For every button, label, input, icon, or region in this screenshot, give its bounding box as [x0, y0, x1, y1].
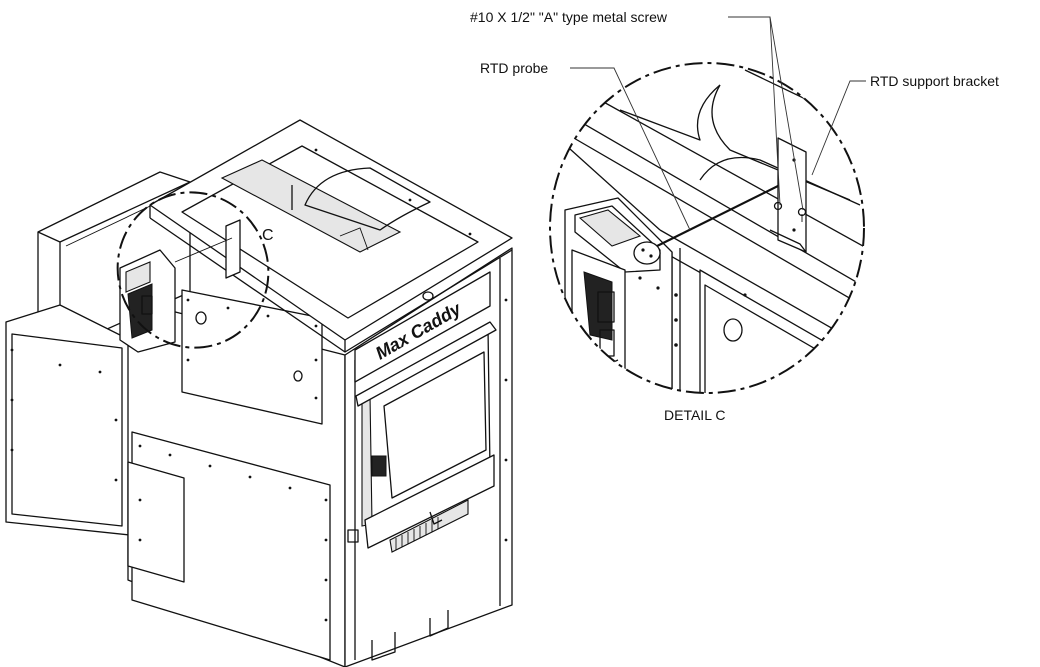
- logo-plate: [354, 271, 491, 383]
- detail-c-circle: [116, 191, 270, 349]
- detail-marker: C: [262, 227, 274, 244]
- rtd-support-bracket: [777, 137, 807, 253]
- rtd-support-bracket-label: RTD support bracket: [870, 73, 999, 89]
- screw-label: #10 X 1/2" "A" type metal screw: [470, 9, 668, 25]
- detail-c-boundary: [549, 62, 865, 394]
- detail-control-box: [564, 197, 673, 393]
- upper-side-panel: [181, 289, 323, 425]
- rtd-probe-head: [633, 241, 661, 265]
- cabinet-top-frame: [149, 119, 513, 353]
- rtd-probe-label: RTD probe: [480, 60, 548, 76]
- leader-lines: [570, 16, 866, 231]
- control-box: [119, 249, 176, 353]
- rivet-dots: [10, 148, 508, 622]
- rtd-assembly: [633, 137, 807, 265]
- left-hopper-box: [5, 171, 191, 536]
- fire-door-window: [383, 351, 487, 499]
- ash-drawer: [364, 454, 495, 549]
- furnace-main-view: Max Caddy: [5, 119, 513, 667]
- detail-caption: DETAIL C: [664, 407, 725, 423]
- door-handle: [371, 455, 387, 477]
- ash-door-panel: [127, 461, 185, 583]
- detail-c-view: #10 X 1/2" "A" type metal screw RTD prob…: [470, 9, 999, 423]
